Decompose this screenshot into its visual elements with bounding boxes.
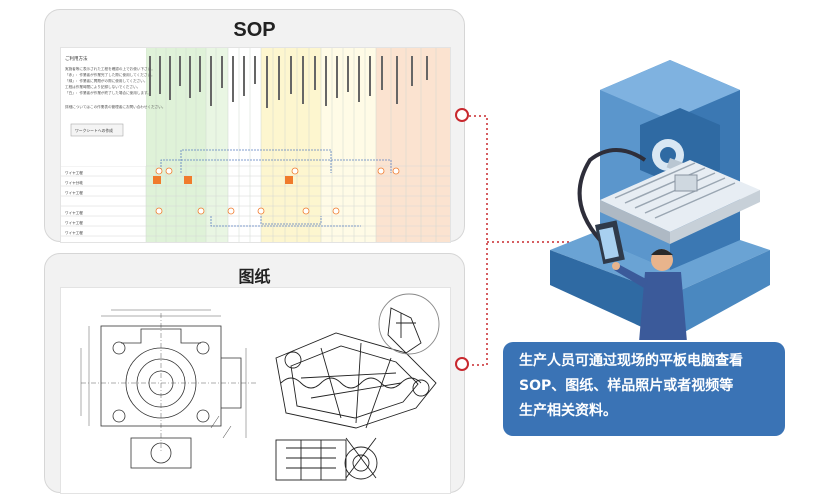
- bubble-line: SOP、图纸、样品照片或者视频等: [519, 378, 734, 394]
- drawings-screen: [60, 287, 451, 494]
- sop-row-label: ワイヤ分岐: [65, 180, 83, 185]
- sop-tablet: SOP: [44, 9, 465, 243]
- drawings-tablet: 图纸: [44, 253, 465, 494]
- milling-machine-illustration: [550, 60, 770, 340]
- bubble-line: 生产人员可通过现场的平板电脑查看: [519, 353, 743, 369]
- sop-note: 詳細についてはこの作業表の管理者にお問い合わせください。: [65, 104, 165, 109]
- sop-instruction: 「緑」：作業者に問題がの際に使用してください。: [65, 78, 147, 83]
- sop-instruction: 「赤」：作業者が作業完了した際に使用してください。: [65, 72, 155, 77]
- sop-row-label: ワイヤ工程: [65, 230, 83, 235]
- sop-spreadsheet: ご利用方法 実施者等に表示された工程を確認の上でお使い下さい。 「赤」：作業者が…: [61, 48, 450, 242]
- sop-row-label: ワイヤ工程: [65, 210, 83, 215]
- sop-title: SOP: [233, 19, 276, 41]
- drawing-sheets: [80, 293, 440, 481]
- drawing-connector-dot: [455, 357, 469, 371]
- sop-instruction: 実施者等に表示された工程を確認の上でお使い下さい。: [65, 66, 155, 71]
- sop-instruction: 工程は作業時間により記録しないでください。: [65, 84, 140, 89]
- drawings-title: 图纸: [238, 267, 271, 286]
- sop-connector-dot: [455, 108, 469, 122]
- sop-row-label: ワイヤ工程: [65, 190, 83, 195]
- sop-screen: ご利用方法 実施者等に表示された工程を確認の上でお使い下さい。 「赤」：作業者が…: [60, 47, 451, 243]
- part-technical-drawing: [80, 309, 256, 469]
- info-bubble: 生产人员可通过现场的平板电脑查看 SOP、图纸、样品照片或者视频等 生产相关资料…: [503, 342, 785, 436]
- bubble-line: 生产相关资料。: [519, 403, 617, 419]
- worksheet-button[interactable]: [70, 123, 124, 137]
- sop-row-label: ワイヤ工程: [65, 220, 83, 225]
- sop-instruction: 「白」：作業者が作業が終了した場合に使用します。: [65, 90, 151, 95]
- frame-technical-drawing: [275, 293, 440, 481]
- worksheet-button-label: ワークシートへの作成: [75, 128, 113, 133]
- sop-doc-heading: ご利用方法: [65, 55, 88, 62]
- sop-row-label: ワイヤ工程: [65, 170, 83, 175]
